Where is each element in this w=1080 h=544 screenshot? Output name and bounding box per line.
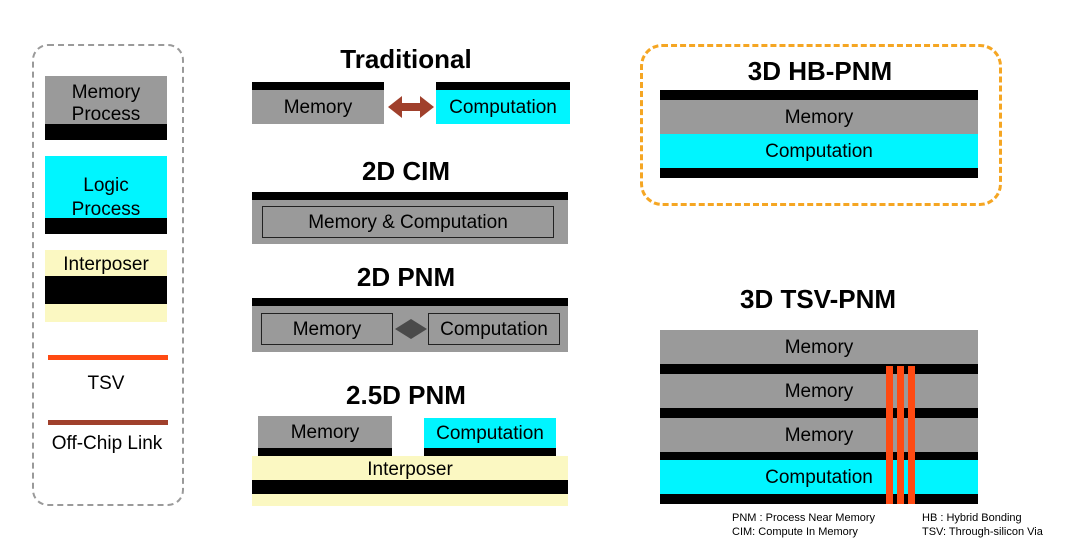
tsv-via <box>886 366 893 504</box>
pnm-2d-title: 2D PNM <box>356 262 456 292</box>
traditional-title: Traditional <box>340 44 472 74</box>
pnm-2d-computation: Computation <box>428 313 560 345</box>
hb-pnm-highlight-box <box>640 44 1002 206</box>
pnm-25d-title: 2.5D PNM <box>346 380 466 410</box>
footnote-cim: CIM: Compute In Memory <box>732 526 858 538</box>
tsv-pnm-metal <box>660 452 978 460</box>
hb-pnm-bottom-metal <box>660 168 978 178</box>
legend-off-chip-label: Off-Chip Link <box>51 432 163 454</box>
pnm-25d-interposer-label: Interposer <box>367 458 453 480</box>
traditional-memory-metal <box>252 82 384 90</box>
traditional-computation-metal <box>436 82 570 90</box>
tsv-pnm-layer: Memory <box>660 374 978 408</box>
tsv-pnm-layer: Memory <box>660 418 978 452</box>
cim-2d-metal <box>252 192 568 200</box>
legend-panel <box>32 44 184 506</box>
hb-pnm-3d-title: 3D HB-PNM <box>747 56 893 86</box>
cim-2d-die <box>252 200 568 244</box>
cim-2d-block: Memory & Computation <box>262 206 554 238</box>
tsv-pnm-metal <box>660 494 978 504</box>
tsv-pnm-layer: Memory <box>660 330 978 364</box>
legend-off-chip-line <box>48 420 168 425</box>
footnote-hb: HB : Hybrid Bonding <box>922 512 1022 524</box>
legend-memory-process-label: Memory Process <box>71 82 141 125</box>
pnm-25d-computation-metal <box>424 448 556 456</box>
legend-tsv-line <box>48 355 168 360</box>
tsv-pnm-layer: Computation <box>660 460 978 494</box>
legend-tsv-label: TSV <box>87 372 125 394</box>
pnm-25d-memory-metal <box>258 448 392 456</box>
pnm-2d-memory: Memory <box>261 313 393 345</box>
legend-interposer-label: Interposer <box>63 253 149 275</box>
pnm-25d-memory: Memory <box>258 416 392 448</box>
footnote-tsv: TSV: Through-silicon Via <box>922 526 1043 538</box>
hb-pnm-memory: Memory <box>660 100 978 134</box>
traditional-memory: Memory <box>252 90 384 124</box>
tsv-pnm-metal <box>660 408 978 418</box>
hb-pnm-top-metal <box>660 90 978 100</box>
legend-logic-process-label: Logic Process <box>71 175 141 220</box>
legend-memory-metal <box>45 124 167 140</box>
footnote-pnm: PNM : Process Near Memory <box>732 512 876 524</box>
tsv-via <box>897 366 904 504</box>
tsv-via <box>908 366 915 504</box>
pnm-25d-computation: Computation <box>424 418 556 448</box>
legend-interposer-metal <box>45 276 167 304</box>
tsv-pnm-metal <box>660 364 978 374</box>
hb-pnm-computation: Computation <box>660 134 978 168</box>
legend-logic-metal <box>45 218 167 234</box>
tsv-pnm-3d-title: 3D TSV-PNM <box>739 284 897 314</box>
pnm-25d-interposer-metal <box>252 480 568 494</box>
cim-2d-title: 2D CIM <box>361 156 451 186</box>
pnm-2d-metal <box>252 298 568 306</box>
pnm-2d-link-icon <box>395 319 427 339</box>
off-chip-link-arrow <box>388 96 434 118</box>
traditional-computation: Computation <box>436 90 570 124</box>
